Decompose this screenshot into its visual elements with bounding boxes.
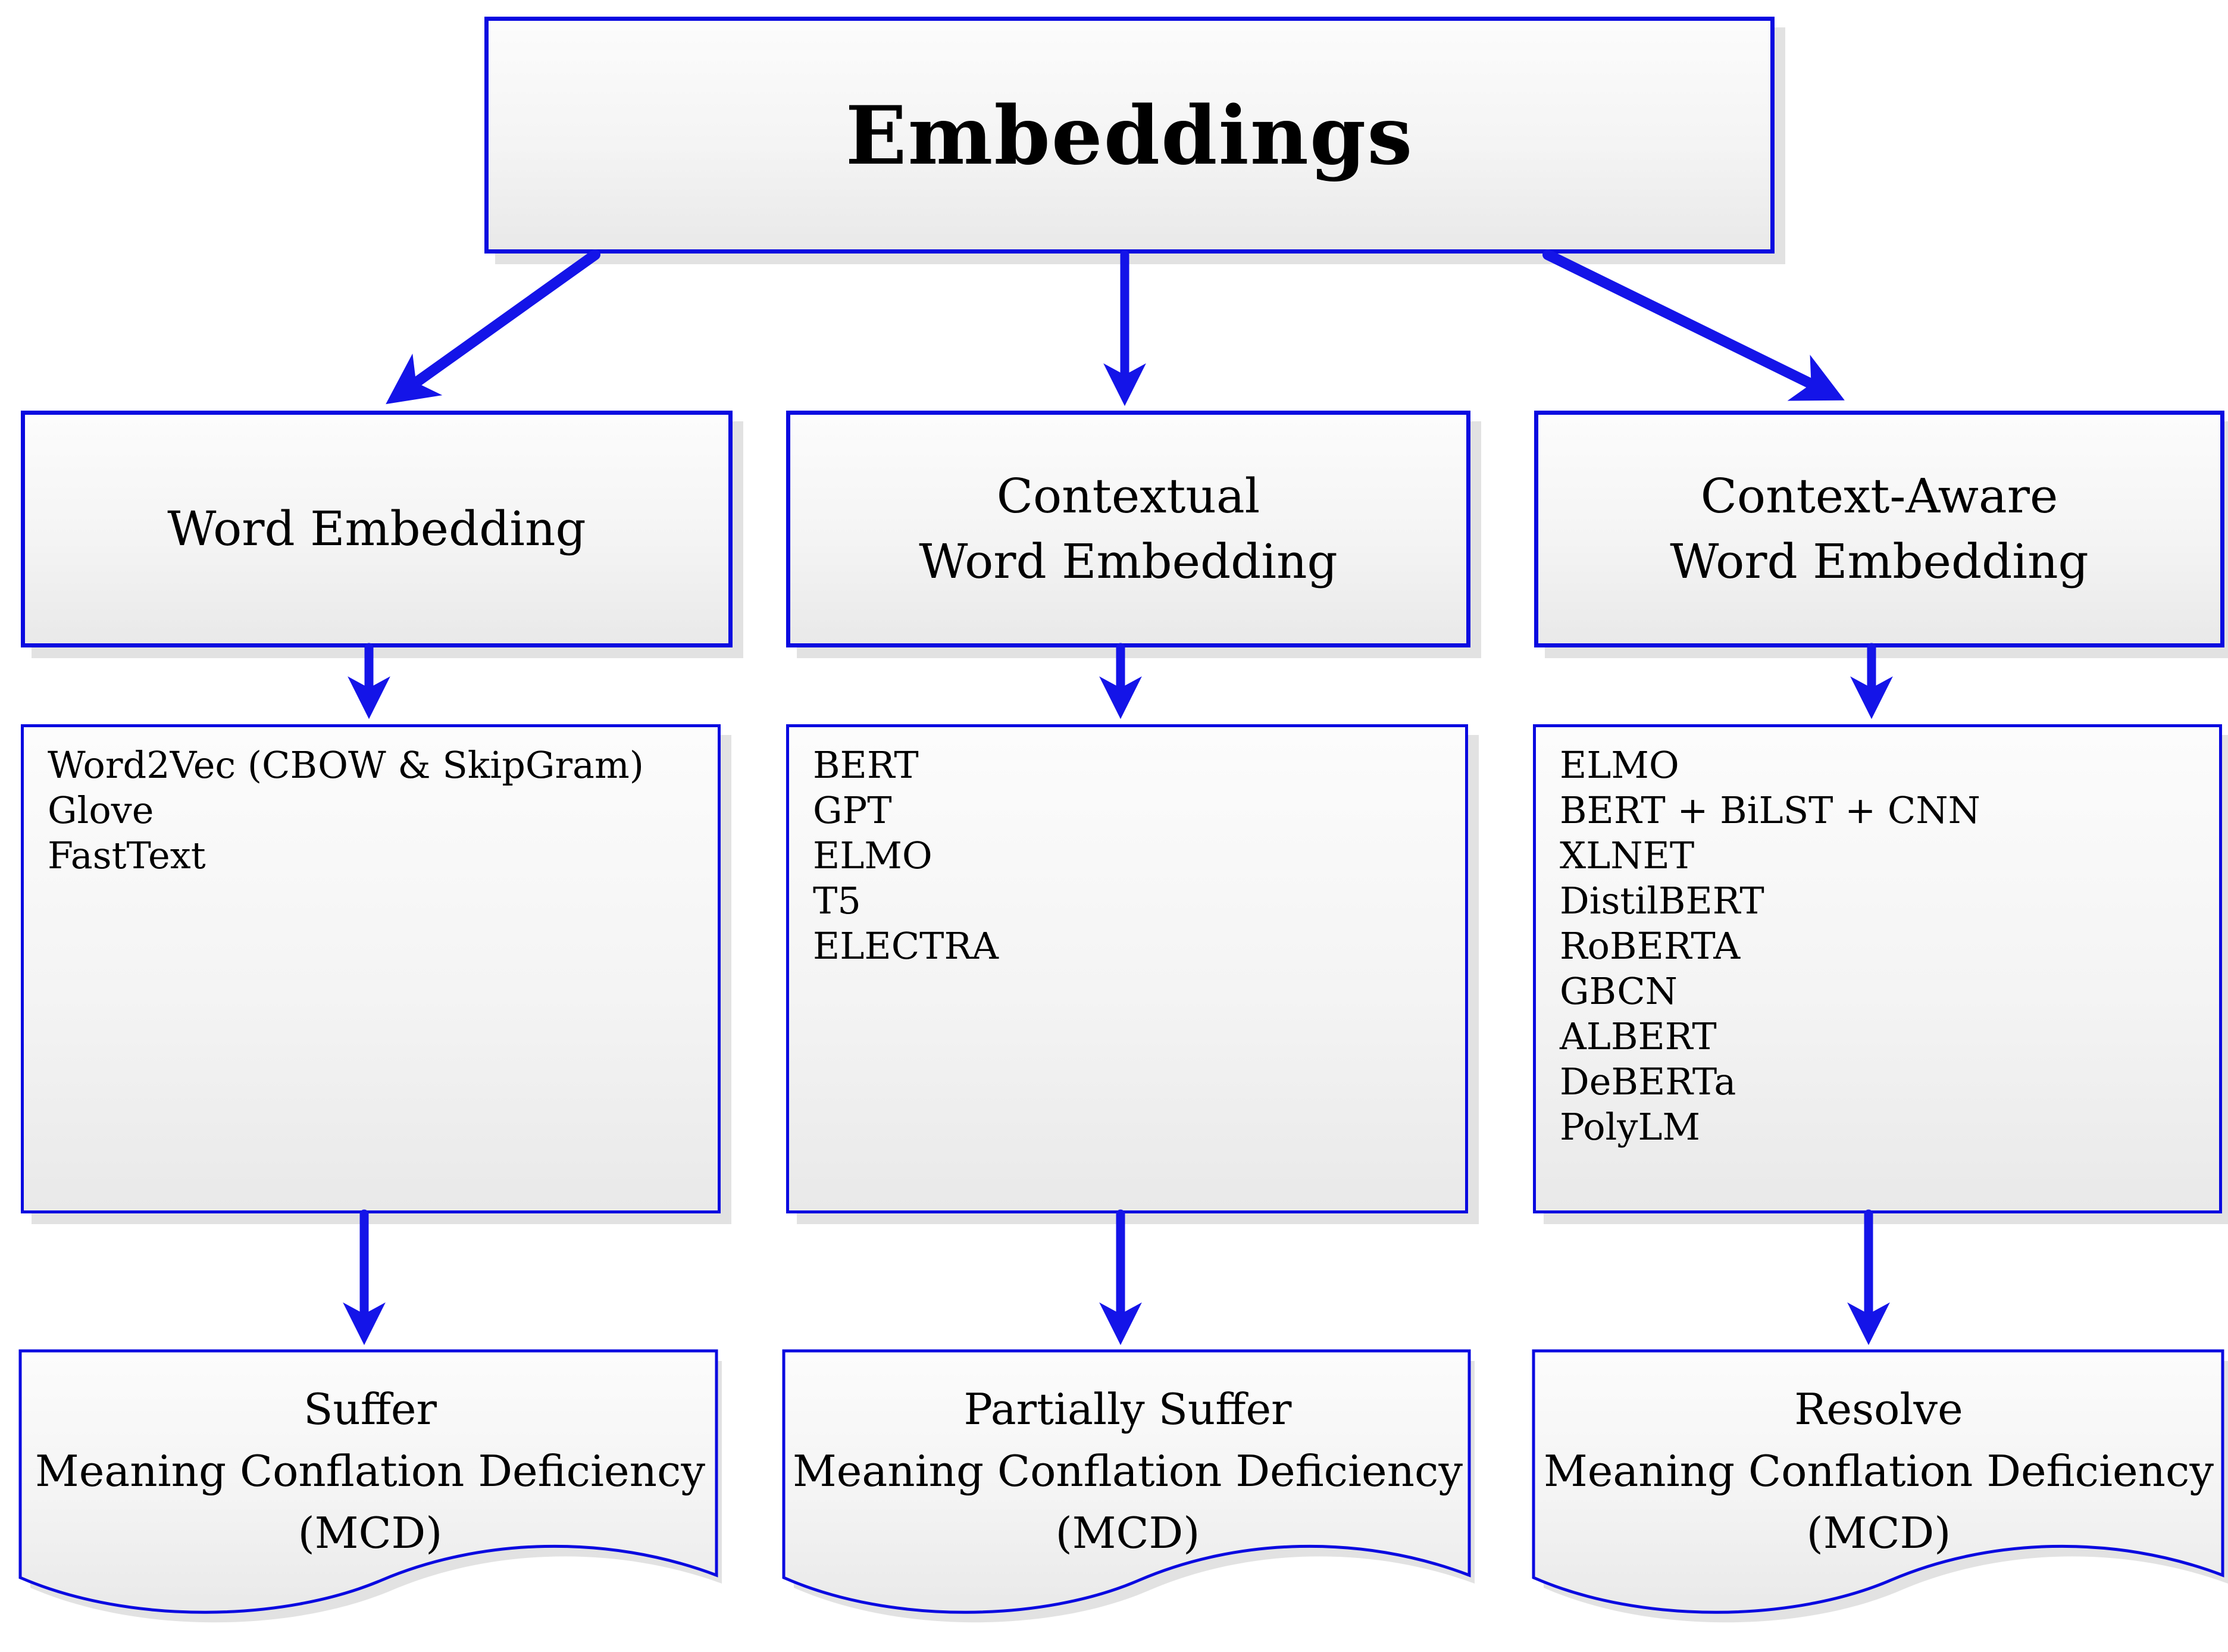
category-box-word-embedding: Word Embedding — [21, 411, 733, 647]
model-item: BERT + BiLST + CNN — [1560, 789, 1980, 832]
document-shape-suffer-mcd — [18, 1349, 722, 1623]
document-shape-partially-suffer-mcd — [782, 1349, 1475, 1623]
document-shape-outline — [782, 1349, 1471, 1614]
outcome-line: Meaning Conflation Deficiency — [792, 1446, 1463, 1496]
arrow-title-to-word-embedding — [386, 249, 600, 405]
model-item: T5 — [813, 879, 861, 922]
model-item: XLNET — [1560, 834, 1695, 877]
document-shape-outline — [18, 1349, 718, 1614]
outcome-line: Suffer — [303, 1384, 437, 1434]
model-item: ELMO — [1560, 743, 1679, 787]
category-label: Word Embedding — [167, 496, 586, 562]
model-item: DistilBERT — [1560, 879, 1764, 922]
model-item: RoBERTA — [1560, 924, 1741, 968]
model-item: ALBERT — [1560, 1015, 1717, 1058]
document-shape-outline — [1532, 1349, 2224, 1614]
model-item: ELMO — [813, 834, 932, 877]
outcome-line: (MCD) — [1055, 1508, 1200, 1558]
model-item: GPT — [813, 789, 892, 832]
root-node-box: Embeddings — [484, 17, 1775, 254]
document-shape-resolve-mcd — [1532, 1349, 2228, 1623]
outcome-line: (MCD) — [298, 1508, 443, 1558]
outcome-line: (MCD) — [1806, 1508, 1951, 1558]
model-item: BERT — [813, 743, 919, 787]
diagram-title: Embeddings — [845, 87, 1414, 183]
model-item: FastText — [48, 834, 206, 877]
model-item: GBCN — [1560, 969, 1678, 1013]
model-item: ELECTRA — [813, 924, 999, 968]
outcome-line: Partially Suffer — [963, 1384, 1292, 1434]
outcome-line: Resolve — [1794, 1384, 1963, 1434]
outcome-line: Meaning Conflation Deficiency — [35, 1446, 706, 1496]
model-item: Glove — [48, 789, 154, 832]
outcome-line: Meaning Conflation Deficiency — [1543, 1446, 2214, 1496]
category-label-line: Contextual — [996, 468, 1260, 524]
model-item: DeBERTa — [1560, 1060, 1736, 1103]
arrow-title-to-context-aware — [1542, 249, 1845, 401]
category-label-line: Word Embedding — [167, 500, 586, 556]
model-item: PolyLM — [1560, 1105, 1701, 1149]
model-item: Word2Vec (CBOW & SkipGram) — [48, 743, 644, 787]
category-label-line: Word Embedding — [1670, 534, 2089, 589]
category-label-line: Word Embedding — [919, 534, 1338, 589]
category-label-line: Context-Aware — [1700, 468, 2058, 524]
